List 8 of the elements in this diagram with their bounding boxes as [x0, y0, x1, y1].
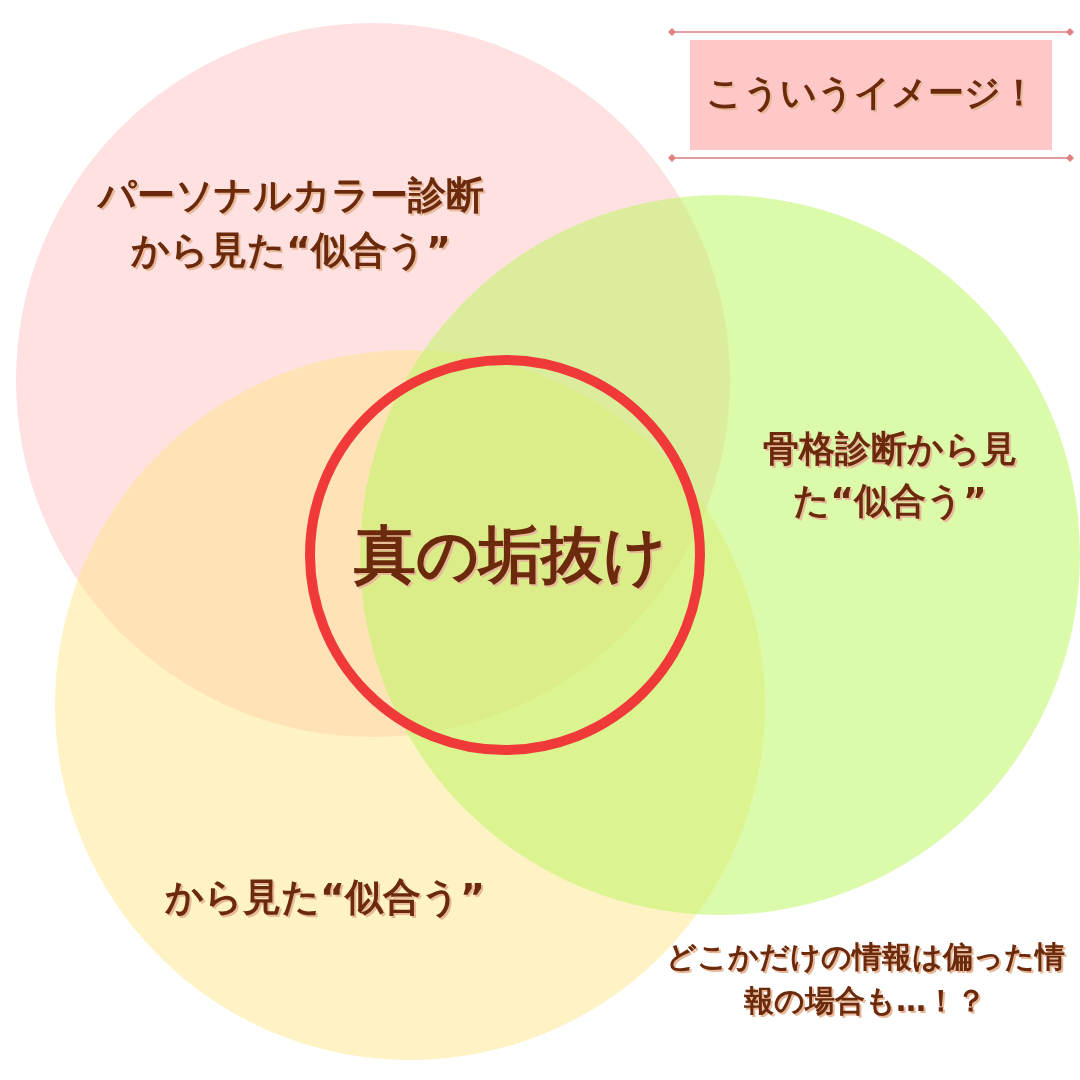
note-text: どこかだけの情報は偏った情報の場合も…！？ — [665, 938, 1065, 1020]
center-label: 真の垢抜け — [353, 517, 667, 593]
circle-label: 骨格診断から見た“似合う” — [762, 427, 1018, 524]
circle-label: パーソナルカラー診断から見た“似合う” — [96, 172, 485, 275]
banner-heading: こういうイメージ！ — [704, 71, 1038, 115]
center-ring — [305, 355, 705, 755]
circle-label: から見た“似合う” — [164, 874, 486, 921]
banner-box — [690, 40, 1052, 150]
